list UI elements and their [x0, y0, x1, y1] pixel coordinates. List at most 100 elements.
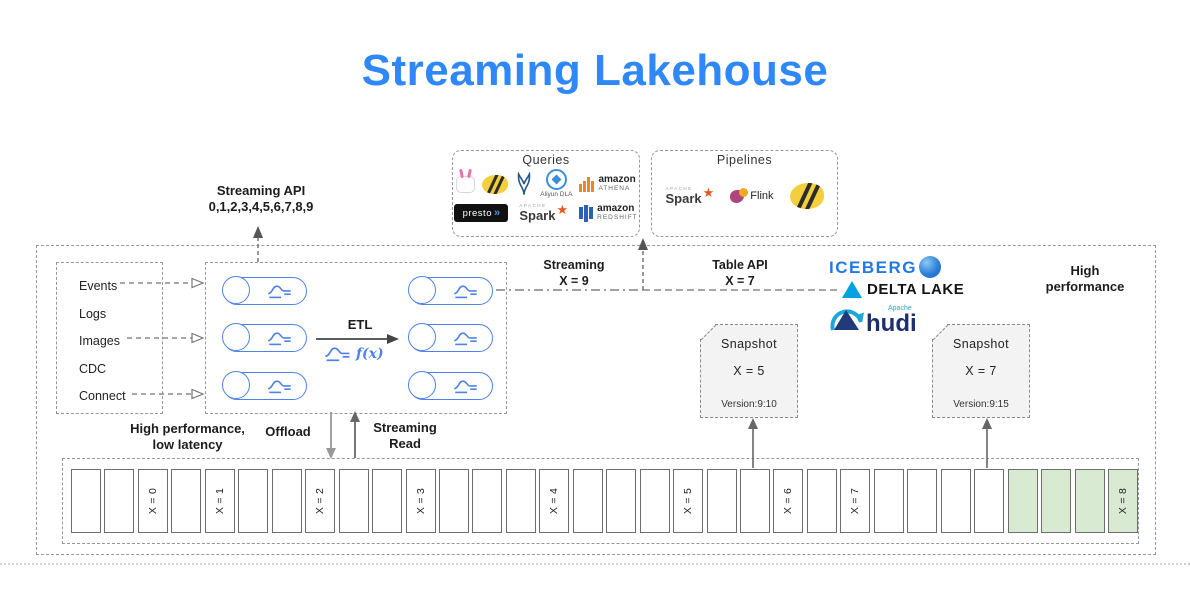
snapshot-box-x5: Snapshot X = 5 Version:9:10	[700, 324, 798, 418]
snapshot-box-x7: Snapshot X = 7 Version:9:15	[932, 324, 1030, 418]
trino-icon	[456, 168, 476, 193]
presto-logo: presto »	[454, 204, 509, 222]
stream-wave-icon	[324, 346, 352, 362]
queries-panel: Queries Aliyun DLA amazon ATHENA	[452, 150, 640, 237]
redshift-name-label: REDSHIFT	[597, 214, 638, 222]
delta-triangle-icon	[842, 281, 862, 298]
hive-icon	[482, 174, 509, 194]
spark-label: Spark	[519, 207, 556, 223]
pill-circle	[222, 371, 251, 400]
stream-wave-icon	[267, 331, 293, 346]
spark-sub-label: APACHE	[665, 186, 693, 192]
snapshot-title: Snapshot	[952, 337, 1010, 351]
segment-label: X = 5	[682, 487, 695, 515]
etl-box: ETL f(x)	[205, 262, 507, 414]
table-api-line2: X = 7	[725, 273, 755, 288]
stream-wave-icon	[267, 284, 293, 299]
snapshot-title: Snapshot	[720, 337, 778, 351]
streaming-line2: X = 9	[559, 273, 589, 288]
stream-pill	[222, 371, 307, 400]
segment-label: X = 7	[849, 487, 862, 515]
spark-sub-label: APACHE	[519, 203, 547, 209]
streaming-api-label: Streaming API 0,1,2,3,4,5,6,7,8,9	[161, 183, 361, 216]
hudi-logo: Apache hudi	[826, 303, 917, 338]
presto-chevrons-icon: »	[493, 207, 501, 219]
snapshot-x-value: X = 5	[733, 364, 765, 378]
stream-wave-icon	[453, 284, 479, 299]
page-title: Streaming Lakehouse	[361, 46, 829, 95]
segment-label: X = 0	[146, 487, 159, 515]
strip-segment	[606, 469, 637, 533]
bottom-dotted-line	[0, 563, 1190, 565]
hudi-apache-label: Apache	[888, 305, 912, 313]
source-item-connect: Connect	[79, 389, 126, 403]
queries-panel-title: Queries	[522, 153, 570, 167]
pill-circle	[408, 371, 437, 400]
lakehouse-outer-box	[36, 245, 1156, 555]
etl-fx-group: f(x)	[324, 346, 384, 362]
segment-label: X = 1	[213, 487, 226, 515]
strip-segment	[71, 469, 101, 533]
iceberg-globe-icon	[918, 256, 941, 278]
strip-segment: X = 0	[137, 469, 168, 533]
impala-icon	[515, 172, 533, 196]
strip-segment	[740, 469, 770, 533]
iceberg-logo: ICEBERG	[829, 256, 941, 278]
spark-star-icon: ★	[702, 184, 715, 200]
redshift-icon	[579, 204, 594, 222]
flink-squirrel-icon	[730, 188, 749, 204]
source-item-images: Images	[79, 334, 120, 348]
pipelines-panel-title: Pipelines	[716, 153, 773, 167]
strip-segment: X = 6	[773, 469, 804, 533]
stream-wave-icon	[267, 379, 293, 394]
fx-label: f(x)	[356, 346, 384, 362]
streaming-api-line2: 0,1,2,3,4,5,6,7,8,9	[208, 199, 314, 215]
strip-segment: X = 1	[204, 469, 235, 533]
hp-low-latency-line2: low latency	[152, 437, 223, 453]
delta-lake-label: DELTA LAKE	[867, 281, 965, 298]
high-performance-low-latency-label: High performance, low latency	[110, 421, 265, 454]
source-item-logs: Logs	[79, 307, 107, 321]
strip-segment	[907, 469, 938, 533]
hudi-label: hudi	[866, 310, 917, 338]
stream-wave-icon	[453, 331, 479, 346]
flink-label: Flink	[750, 190, 774, 202]
pill-circle	[408, 276, 437, 305]
pill-circle	[222, 323, 251, 352]
strip-segment	[338, 469, 369, 533]
strip-segment: X = 2	[305, 469, 336, 533]
streaming-read-label: Streaming Read	[369, 420, 441, 453]
streaming-x9-label: Streaming X = 9	[514, 258, 634, 289]
strip-segment	[372, 469, 403, 533]
pipelines-panel: Pipelines APACHE Spark ★ Flink	[651, 150, 838, 237]
source-item-events: Events	[79, 279, 118, 293]
stream-pill	[222, 323, 307, 352]
strip-segment	[639, 469, 670, 533]
stream-wave-icon	[453, 379, 479, 394]
high-performance-label: High performance	[1030, 263, 1140, 296]
strip-segment	[238, 469, 269, 533]
stream-pill	[408, 276, 493, 305]
sources-box: Events Logs Images CDC Connect	[56, 262, 163, 414]
etl-label: ETL	[347, 317, 373, 332]
high-performance-line2: performance	[1045, 279, 1125, 295]
stream-pill	[408, 371, 493, 400]
pill-circle	[408, 323, 437, 352]
aliyun-dla-logo: Aliyun DLA	[540, 169, 572, 199]
stream-pill	[408, 323, 493, 352]
snapshot-x-value: X = 7	[965, 364, 997, 378]
high-performance-line1: High	[1070, 263, 1100, 278]
pill-circle	[222, 276, 251, 305]
strip-segment	[806, 469, 837, 533]
redshift-brand-label: amazon	[597, 203, 635, 215]
stream-pill	[222, 276, 307, 305]
spark-logo: APACHE Spark ★	[519, 203, 568, 223]
aliyun-dla-label: Aliyun DLA	[540, 191, 573, 199]
strip-segment	[438, 469, 469, 533]
strip-segment: X = 8	[1107, 469, 1138, 533]
snapshot-version: Version:9:15	[953, 399, 1009, 410]
delta-lake-logo: DELTA LAKE	[842, 281, 964, 298]
athena-brand-label: amazon	[598, 174, 636, 186]
hive-icon	[789, 183, 824, 209]
